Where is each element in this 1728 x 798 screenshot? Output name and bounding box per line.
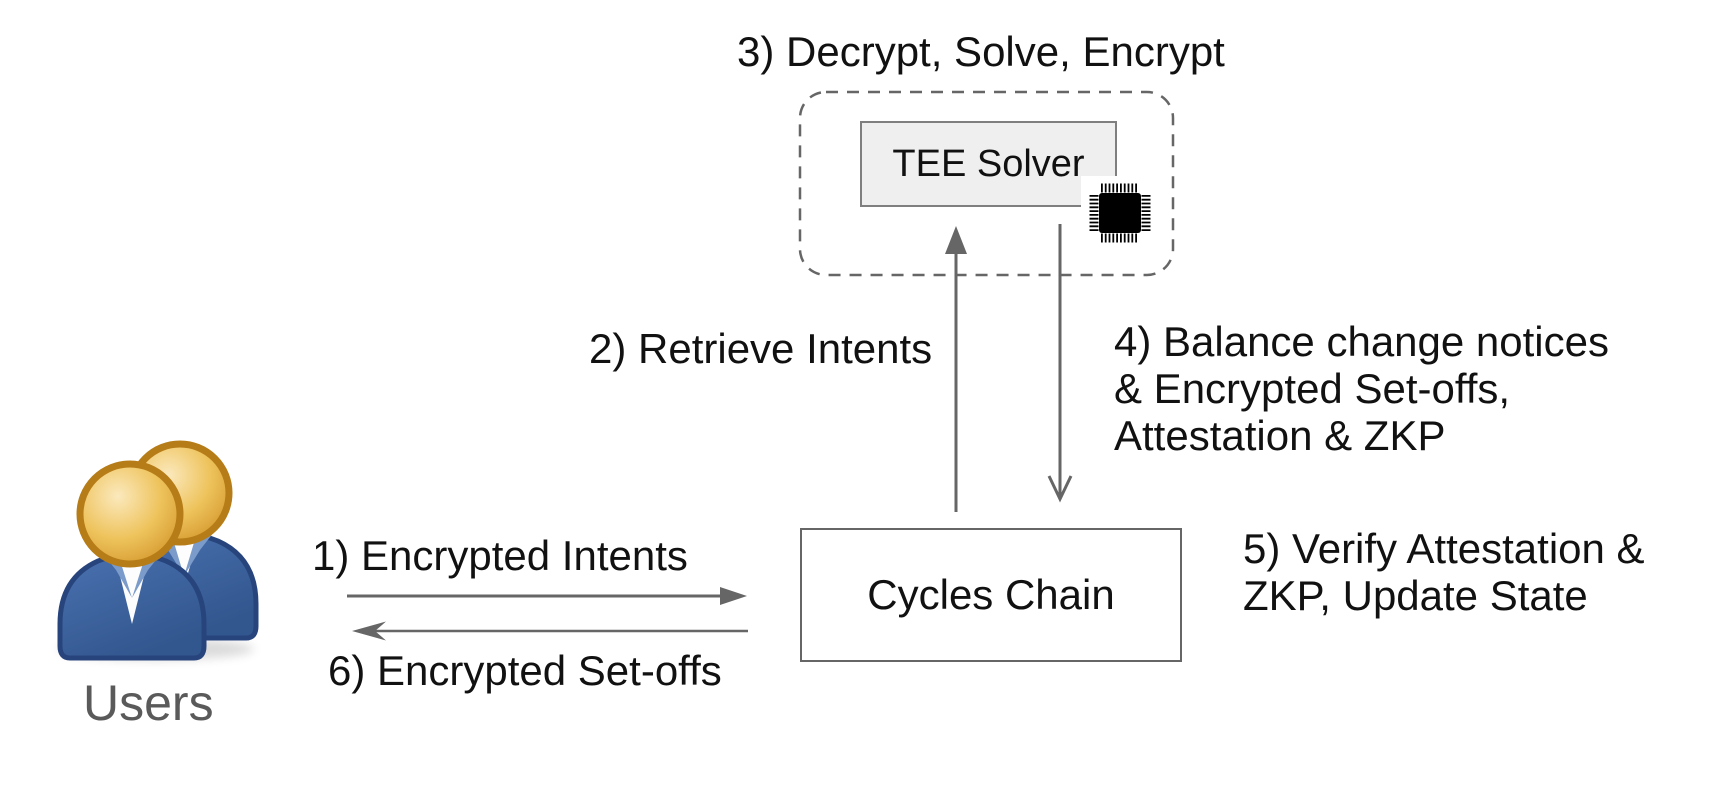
- two-users-icon: [57, 440, 259, 661]
- tee-solver-node: TEE Solver: [860, 121, 1117, 207]
- tee-solver-node-label: TEE Solver: [892, 142, 1085, 185]
- step4-label: 4) Balance change notices & Encrypted Se…: [1114, 318, 1609, 460]
- balance-notices-arrow: [1047, 224, 1073, 503]
- retrieve-intents-arrow: [945, 226, 967, 512]
- back-user: [109, 440, 259, 641]
- step2-label: 2) Retrieve Intents: [589, 325, 933, 372]
- cycles-chain-node-label: Cycles Chain: [867, 571, 1115, 618]
- front-user: [57, 460, 207, 661]
- step5-label: 5) Verify Attestation & ZKP, Update Stat…: [1243, 525, 1645, 620]
- encrypted-setoffs-arrow: [352, 621, 748, 641]
- encrypted-intents-arrow: [347, 587, 747, 605]
- step6-label: 6) Encrypted Set-offs: [328, 647, 722, 694]
- users-shadow: [58, 638, 254, 660]
- users-label: Users: [83, 675, 214, 731]
- cycles-chain-node: Cycles Chain: [800, 528, 1182, 662]
- step3-label: 3) Decrypt, Solve, Encrypt: [737, 28, 1225, 75]
- step1-label: 1) Encrypted Intents: [312, 532, 688, 579]
